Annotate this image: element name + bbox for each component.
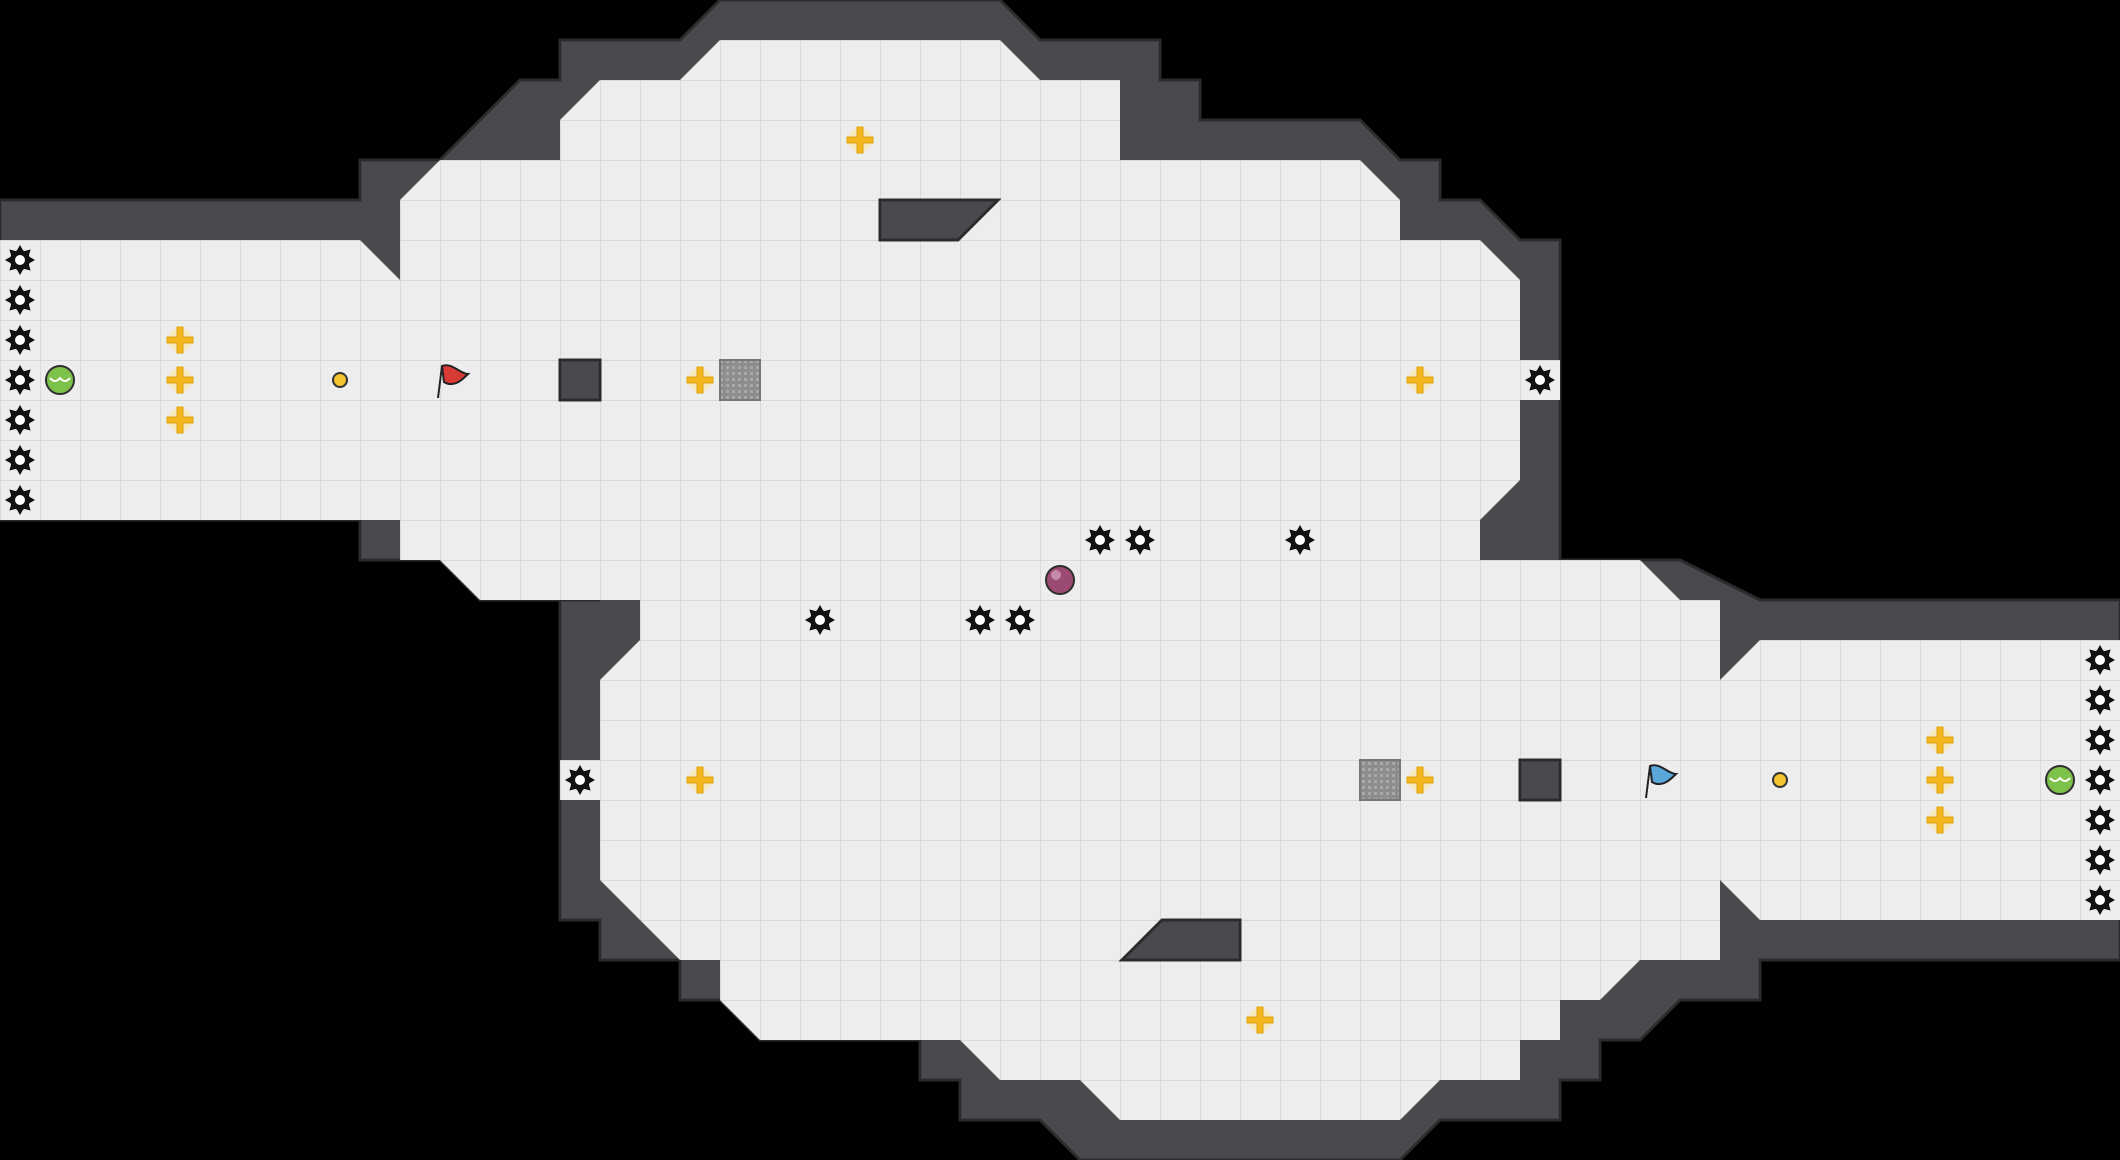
spike-icon	[2085, 725, 2115, 755]
spike-icon	[2085, 645, 2115, 675]
spike-icon	[5, 245, 35, 275]
spike-icon	[1285, 525, 1315, 555]
spike-icon	[1125, 525, 1155, 555]
spike-icon	[5, 365, 35, 395]
token-icon	[1772, 772, 1788, 788]
spike-icon	[1525, 365, 1555, 395]
red-flag-icon	[437, 364, 471, 399]
spike-icon	[5, 325, 35, 355]
spike-icon	[5, 405, 35, 435]
spike-icon	[1005, 605, 1035, 635]
gate-tile	[1359, 759, 1401, 801]
spike-icon	[2085, 685, 2115, 715]
bomb-icon	[1045, 565, 1075, 595]
portal-icon	[45, 365, 75, 395]
spike-icon	[2085, 845, 2115, 875]
token-icon	[332, 372, 348, 388]
spike-icon	[1085, 525, 1115, 555]
interior-walls	[558, 198, 1562, 962]
spike-icon	[5, 445, 35, 475]
spike-icon	[5, 485, 35, 515]
spike-icon	[965, 605, 995, 635]
spike-icon	[2085, 765, 2115, 795]
portal-icon	[2045, 765, 2075, 795]
spike-icon	[2085, 885, 2115, 915]
gate-tile	[719, 359, 761, 401]
spike-icon	[2085, 805, 2115, 835]
spike-icon	[805, 605, 835, 635]
spike-icon	[565, 765, 595, 795]
blue-flag-icon	[1645, 764, 1679, 799]
spike-icon	[5, 285, 35, 315]
